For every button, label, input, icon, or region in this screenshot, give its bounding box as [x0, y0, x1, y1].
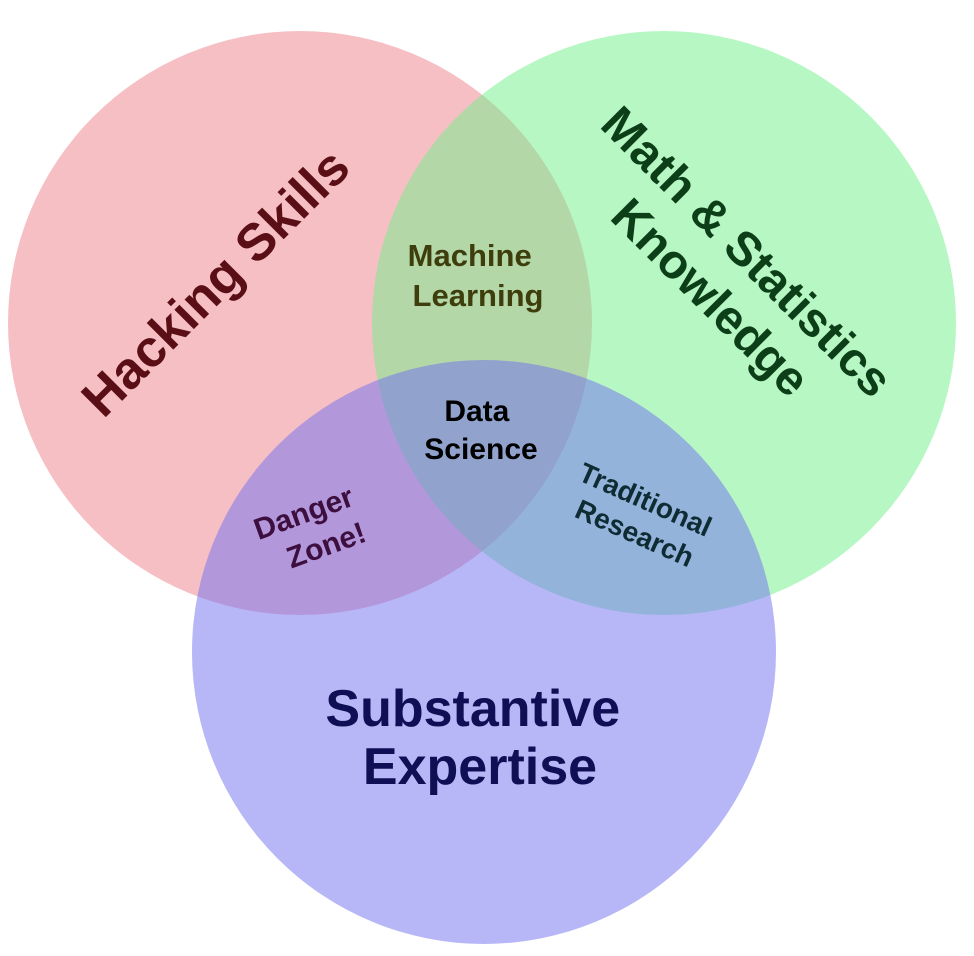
- substantive-expertise-circle: [192, 360, 776, 944]
- substantive-expertise-label: Substantive Expertise: [325, 680, 634, 796]
- data-science-label: Data Science: [424, 395, 537, 466]
- machine-learning-label: Machine Learning: [408, 238, 544, 313]
